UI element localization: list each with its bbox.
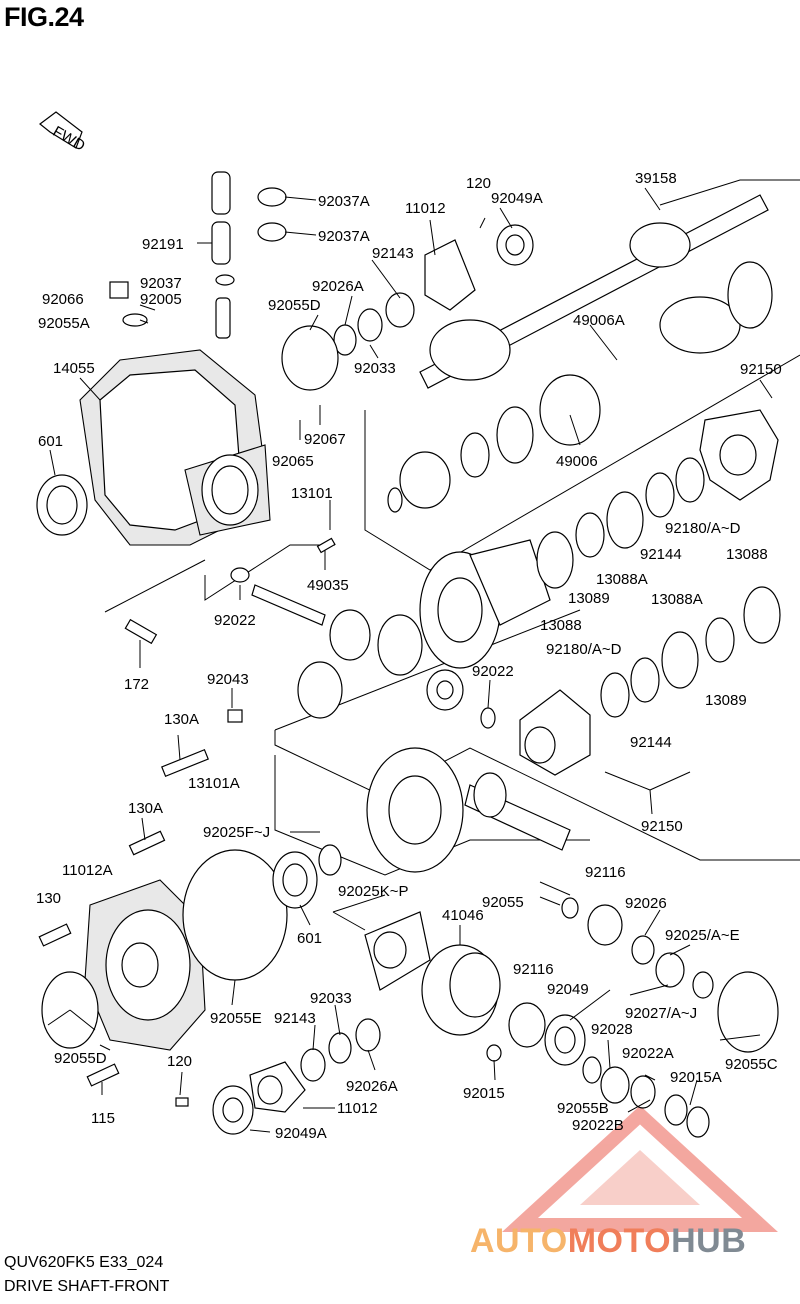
callout: 92143 (372, 245, 414, 262)
figure-title: FIG.24 (4, 2, 84, 32)
watermark-part1: AUTO (470, 1222, 568, 1260)
callout: 92144 (640, 546, 682, 563)
callout: 11012 (405, 200, 446, 217)
callout: 92180/A~D (546, 641, 622, 658)
callout: 49006A (573, 312, 625, 329)
callout: 92116 (585, 864, 626, 881)
callout: 92033 (310, 990, 352, 1007)
callout: 115 (91, 1110, 115, 1127)
callout: 92025/A~E (665, 927, 740, 944)
bearing-601-upper (36, 474, 88, 536)
callout: 92015A (670, 1069, 722, 1086)
callout: 92055D (54, 1050, 107, 1067)
callout: 92043 (207, 671, 249, 688)
callout: 92055B (557, 1100, 609, 1117)
callout: 130A (128, 800, 163, 817)
callout: 92150 (641, 818, 683, 835)
callout: 92026 (625, 895, 667, 912)
pinion-housing-41046 (364, 897, 779, 1138)
callout: 172 (124, 676, 149, 693)
callout: 92028 (591, 1021, 633, 1038)
callout: 41046 (442, 907, 484, 924)
callout: 92055 (482, 894, 524, 911)
callout: 92143 (274, 1010, 316, 1027)
watermark-text: AUTOMOTOHUB (470, 1222, 746, 1261)
callout: 92150 (740, 361, 782, 378)
callout: 92022B (572, 1117, 624, 1134)
callout: 13088A (651, 591, 703, 608)
differential-13101 (124, 537, 551, 729)
callout: 92022 (472, 663, 514, 680)
callout: 92055C (725, 1056, 778, 1073)
callout: 601 (38, 433, 63, 450)
callout: 49035 (307, 577, 349, 594)
callout: 49006 (556, 453, 598, 470)
callout: 11012A (62, 862, 113, 879)
callout: 13101A (188, 775, 240, 792)
callout: 130A (164, 711, 199, 728)
callout: 39158 (635, 170, 677, 187)
callout: 130 (36, 890, 61, 907)
callout: 13088 (726, 546, 768, 563)
callout: 92066 (42, 291, 84, 308)
cover-11012A (38, 748, 342, 1087)
locker-plates (519, 491, 781, 776)
callout: 13088 (540, 617, 582, 634)
watermark-logo (502, 1105, 778, 1232)
callout: 92027/A~J (625, 1005, 697, 1022)
callout: 92022 (214, 612, 256, 629)
forward-arrow-icon: FWD (39, 111, 88, 155)
section-name: DRIVE SHAFT-FRONT (4, 1278, 170, 1295)
callout: 13089 (568, 590, 610, 607)
callout: 92026A (346, 1078, 398, 1095)
callout: 11012 (337, 1100, 378, 1117)
callout: 92037A (318, 193, 370, 210)
callout: 92055E (210, 1010, 262, 1027)
callout: 92022A (622, 1045, 674, 1062)
ring-gear-13101A (366, 747, 571, 873)
callout: 601 (297, 930, 322, 947)
callout: 92015 (463, 1085, 505, 1102)
callout: 92055D (268, 297, 321, 314)
callout: 92033 (354, 360, 396, 377)
callout: 92055A (38, 315, 90, 332)
callout: 92049A (275, 1125, 327, 1142)
callout: 92037A (318, 228, 370, 245)
callout: 92180/A~D (665, 520, 741, 537)
callout: 13089 (705, 692, 747, 709)
callout: 92065 (272, 453, 314, 470)
model-code: QUV620FK5 E33_024 (4, 1254, 164, 1271)
axle-shaft-39158 (281, 194, 773, 513)
watermark-part3: HUB (671, 1222, 747, 1260)
callout: 92049A (491, 190, 543, 207)
breather-parts (109, 171, 287, 339)
callout: 13101 (291, 485, 333, 502)
callout: 14055 (53, 360, 95, 377)
callout-labels: 92037A 92037A 92191 11012 120 92049A 391… (36, 170, 782, 1142)
callout: 92191 (142, 236, 184, 253)
watermark-part2: MOTO (567, 1222, 672, 1260)
callout: 120 (466, 175, 491, 192)
callout: 92025F~J (203, 824, 270, 841)
callout: 92116 (513, 961, 554, 978)
callout: 92026A (312, 278, 364, 295)
callout: 92049 (547, 981, 589, 998)
gear-case-14055 (79, 349, 271, 546)
leader-lines (47, 187, 773, 1133)
callout: 13088A (596, 571, 648, 588)
callout: 92037 (140, 275, 182, 292)
callout: 120 (167, 1053, 192, 1070)
callout: 92067 (304, 431, 346, 448)
callout: 92144 (630, 734, 672, 751)
callout: 92025K~P (338, 883, 408, 900)
flange-92150-upper (645, 409, 779, 518)
callout: 92005 (140, 291, 182, 308)
